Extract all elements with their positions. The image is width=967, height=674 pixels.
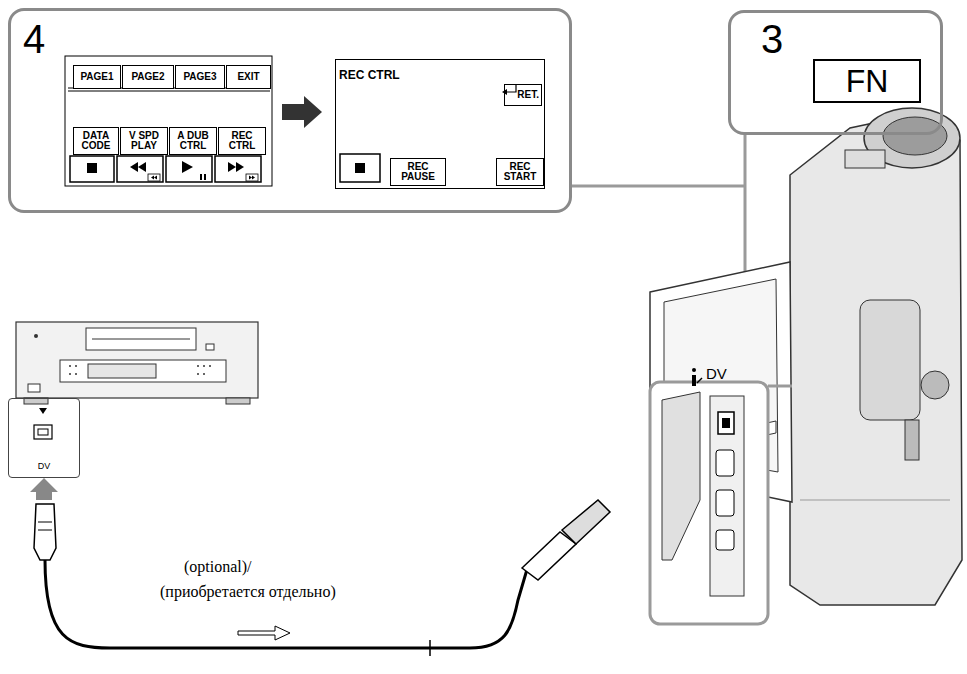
button-label: V SPD PLAY: [121, 131, 167, 152]
button-label: PAGE3: [183, 72, 216, 83]
touch-button: DATA CODE: [73, 127, 119, 155]
touch-button: A DUB CTRL: [169, 127, 217, 155]
touch-button: REC CTRL: [218, 127, 266, 155]
button-label: FN: [846, 63, 889, 100]
button-label: A DUB CTRL: [170, 131, 216, 152]
button-label: PAGE1: [80, 72, 113, 83]
fn-button: FN: [813, 59, 921, 103]
touch-button: PAGE2: [122, 65, 174, 89]
jack-label: DV: [9, 461, 79, 471]
step-number: 4: [23, 19, 45, 59]
callout-box: 3FN: [728, 10, 943, 135]
button-label: RET.: [517, 90, 539, 101]
button-label: PAGE2: [131, 72, 164, 83]
port-label: DV: [704, 365, 729, 382]
screen-heading: REC CTRL: [339, 68, 400, 82]
button-label: EXIT: [237, 72, 259, 83]
touch-button: EXIT: [226, 65, 271, 89]
touch-button: REC PAUSE: [390, 158, 446, 186]
touch-button: PAGE1: [73, 65, 121, 89]
button-label: REC PAUSE: [391, 162, 445, 183]
button-label: REC CTRL: [219, 131, 265, 152]
button-label: DATA CODE: [74, 131, 118, 152]
touch-button: PAGE3: [175, 65, 225, 89]
step-number: 3: [761, 19, 783, 59]
cable-note: (приобретается отдельно): [158, 583, 338, 601]
callout-box: 4PAGE1 PAGE2 PAGE3 EXIT DATA CODEV SPD PLAYA…: [8, 8, 572, 213]
cable-note: (optional)/: [182, 558, 254, 576]
touch-button: REC START: [496, 158, 544, 186]
lcd-screen: REC CTRL RET. REC PAUSE REC START: [335, 59, 545, 189]
touch-button: V SPD PLAY: [120, 127, 168, 155]
touch-button: RET.: [504, 84, 542, 106]
jack-box: DV: [8, 398, 80, 478]
button-label: REC START: [497, 162, 543, 183]
